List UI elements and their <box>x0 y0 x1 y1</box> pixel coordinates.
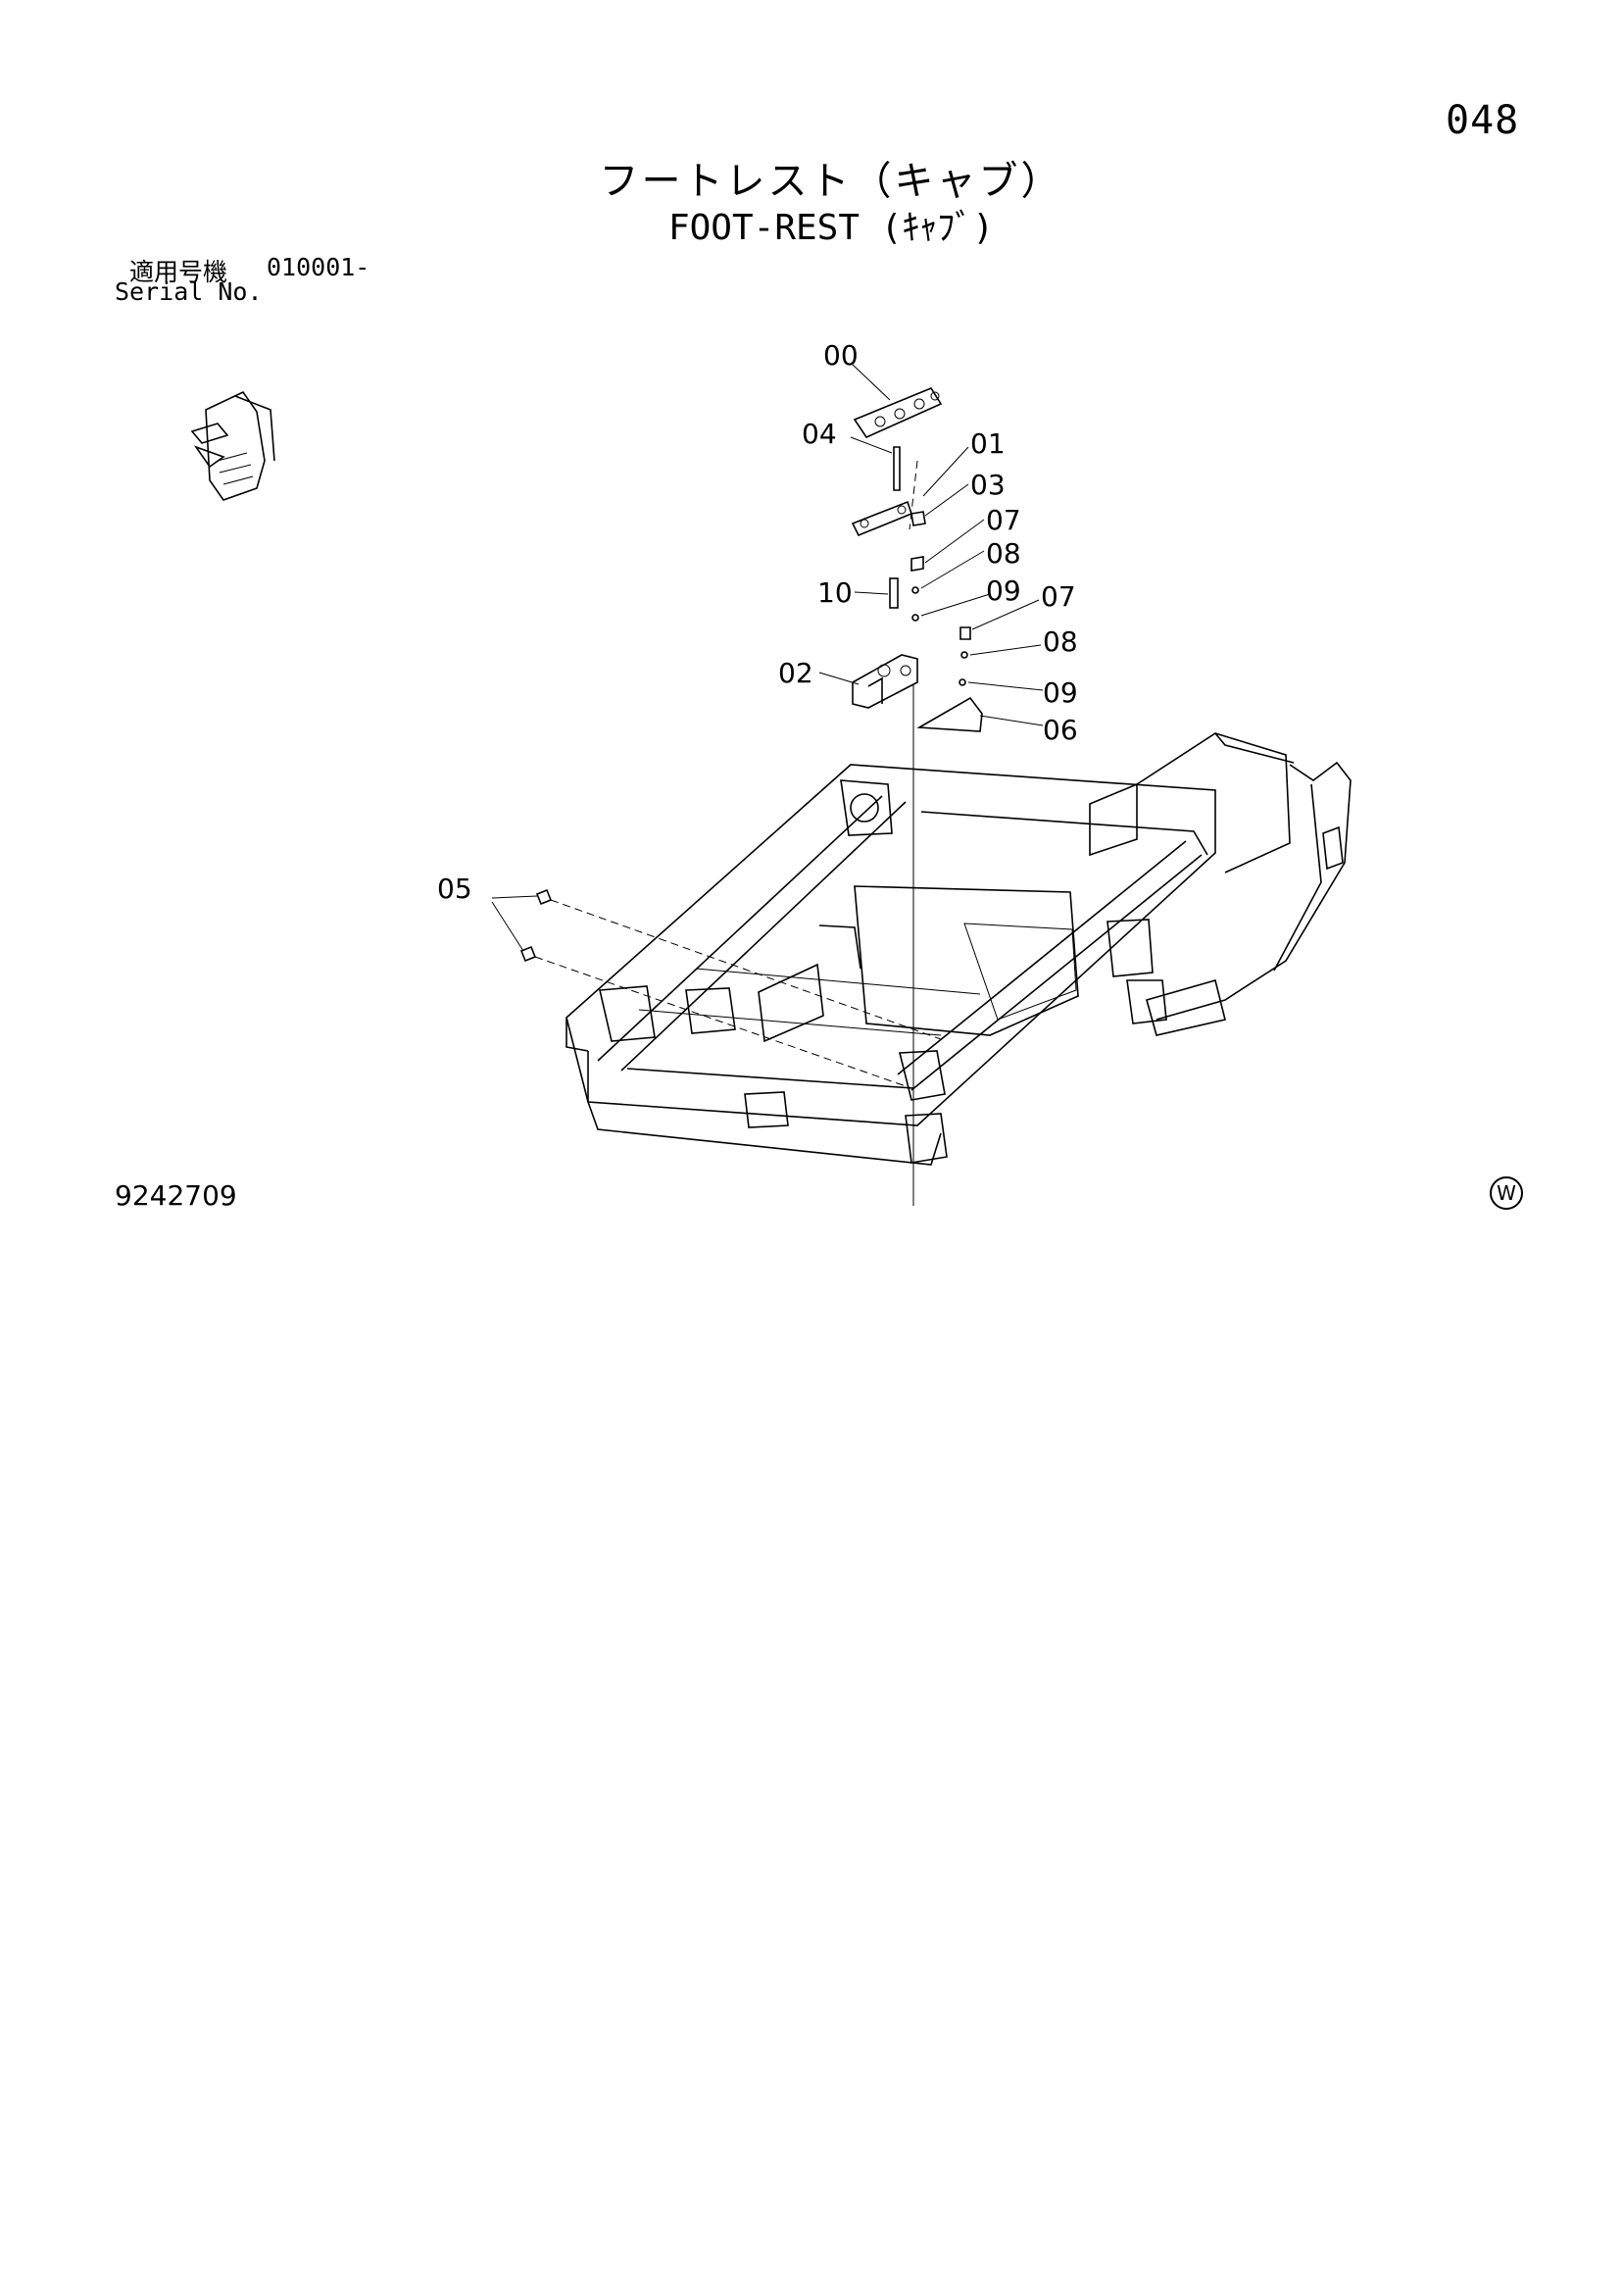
part-09-washer-lower <box>959 678 966 686</box>
part-08-washer-upper <box>911 586 919 594</box>
drawing-number: 9242709 <box>115 1179 237 1212</box>
page-title-japanese: フートレスト（キャブ） <box>599 159 1063 204</box>
part-label-01: 01 <box>970 427 1006 460</box>
leader-04 <box>850 436 893 454</box>
part-label-07-upper: 07 <box>986 504 1021 536</box>
part-label-08-lower: 08 <box>1043 625 1078 658</box>
part-07-bolt-lower <box>959 626 971 640</box>
copyright-mark-icon: W <box>1490 1176 1523 1210</box>
part-08-washer-lower <box>960 651 968 659</box>
leader-02 <box>818 672 860 685</box>
part-label-10: 10 <box>817 576 853 609</box>
leader-08-upper <box>920 550 985 589</box>
rear-housing <box>1089 732 1352 1036</box>
leader-07-lower <box>971 599 1040 630</box>
part-00-plate <box>853 387 943 439</box>
part-label-00: 00 <box>823 339 859 372</box>
serial-label-english: Serial No. <box>115 277 263 306</box>
leader-08-lower <box>969 644 1042 656</box>
leader-10 <box>854 591 889 595</box>
reference-line-upper <box>909 460 918 530</box>
leader-03 <box>924 483 969 517</box>
leader-07-upper <box>924 519 985 564</box>
cab-floor-frame <box>566 764 1216 1166</box>
part-label-04: 04 <box>802 418 837 450</box>
part-label-09-upper: 09 <box>986 574 1021 607</box>
guide-line-05-b <box>534 956 912 1089</box>
part-01-bracket <box>851 500 912 537</box>
leader-01 <box>922 446 969 497</box>
part-06-plate <box>916 696 983 732</box>
leader-09-upper <box>920 593 991 617</box>
part-07-bolt-upper <box>910 556 924 572</box>
part-10-pin <box>889 577 899 609</box>
serial-range: 010001- <box>267 253 370 281</box>
leader-06 <box>979 715 1044 726</box>
part-label-02: 02 <box>778 657 813 689</box>
part-04-pin <box>893 446 901 491</box>
part-03-nut <box>910 511 926 526</box>
part-label-07-lower: 07 <box>1041 580 1076 613</box>
leader-05-a <box>491 895 538 899</box>
part-label-06: 06 <box>1043 714 1078 746</box>
part-02-bracket <box>852 654 918 709</box>
part-label-03: 03 <box>970 469 1006 501</box>
serial-label-japanese: 適用号機 <box>129 258 228 286</box>
part-05-nuts <box>519 888 553 963</box>
part-label-08-upper: 08 <box>986 537 1021 570</box>
leader-00 <box>852 364 891 401</box>
part-09-washer-upper <box>911 614 919 622</box>
location-thumbnail-icon <box>190 390 275 501</box>
page-number: 048 <box>1446 98 1520 143</box>
part-label-09-lower: 09 <box>1043 676 1078 709</box>
guide-line-05-a <box>550 899 942 1040</box>
part-label-05: 05 <box>437 873 472 905</box>
leader-05-b <box>491 901 524 952</box>
page-title-english: FOOT-REST (ｷｬﾌﾞ) <box>667 208 995 248</box>
leader-09-lower <box>967 681 1044 691</box>
